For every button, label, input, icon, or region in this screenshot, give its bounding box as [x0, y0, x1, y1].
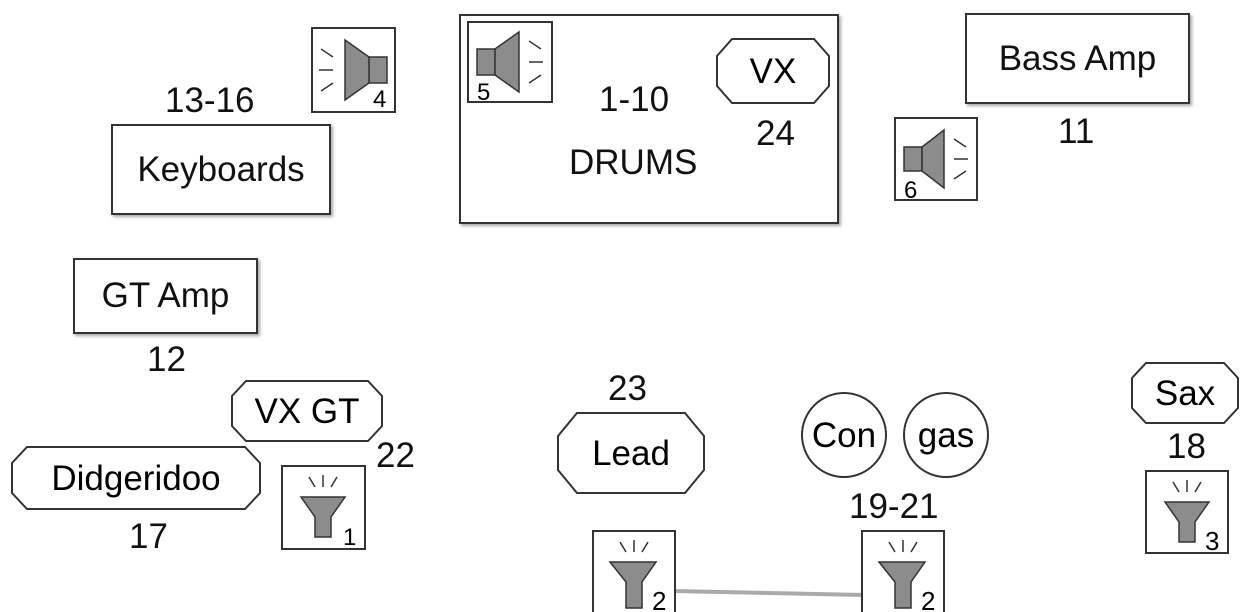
speaker-number: 4 [373, 86, 386, 113]
wedge-monitor-icon: 2 [592, 530, 676, 612]
keyboards-channels: 13-16 [165, 81, 255, 120]
wedge-number: 1 [343, 524, 356, 550]
sax-mic: Sax [1131, 362, 1239, 424]
gt-amp-channel: 12 [147, 340, 186, 379]
speaker-number: 5 [477, 79, 490, 103]
didgeridoo-mic: Didgeridoo [11, 446, 261, 510]
bass-amp-box: Bass Amp [965, 13, 1190, 104]
speaker-number: 6 [904, 177, 917, 201]
vx-gt-label: VX GT [254, 392, 359, 431]
drums-label: DRUMS [569, 143, 698, 182]
wedge-monitor-icon: 3 [1145, 470, 1229, 554]
lead-mic: Lead [557, 412, 705, 494]
speaker-icon: 6 [894, 117, 978, 201]
wedge-number: 2 [652, 586, 666, 612]
conga-right-label: gas [918, 416, 974, 455]
bass-amp-channel: 11 [1058, 112, 1095, 151]
vx-gt-channel: 22 [376, 436, 415, 475]
drum-vocal-mic: VX [716, 38, 830, 104]
lead-channel: 23 [608, 369, 647, 408]
didgeridoo-channel: 17 [129, 517, 168, 556]
drum-vocal-label: VX [750, 52, 797, 91]
congas-channels: 19-21 [849, 487, 939, 526]
keyboards-box: Keyboards [111, 124, 331, 215]
vx-gt-mic: VX GT [231, 380, 383, 442]
wedge-number: 2 [921, 586, 935, 612]
drum-vocal-channel: 24 [756, 114, 795, 153]
lead-label: Lead [592, 434, 670, 473]
wedge-monitor-icon: 1 [281, 465, 366, 550]
wedge-link-line [672, 589, 864, 597]
speaker-icon: 4 [311, 27, 396, 113]
conga-left-label: Con [812, 416, 876, 455]
drums-channels: 1-10 [599, 80, 670, 119]
gt-amp-box: GT Amp [73, 258, 258, 334]
sax-channel: 18 [1167, 427, 1206, 466]
didgeridoo-label: Didgeridoo [51, 459, 220, 498]
speaker-icon: 5 [467, 21, 553, 103]
congas: Con gas [801, 392, 989, 478]
wedge-number: 3 [1205, 526, 1219, 554]
wedge-monitor-icon: 2 [861, 530, 945, 612]
sax-label: Sax [1155, 374, 1216, 413]
